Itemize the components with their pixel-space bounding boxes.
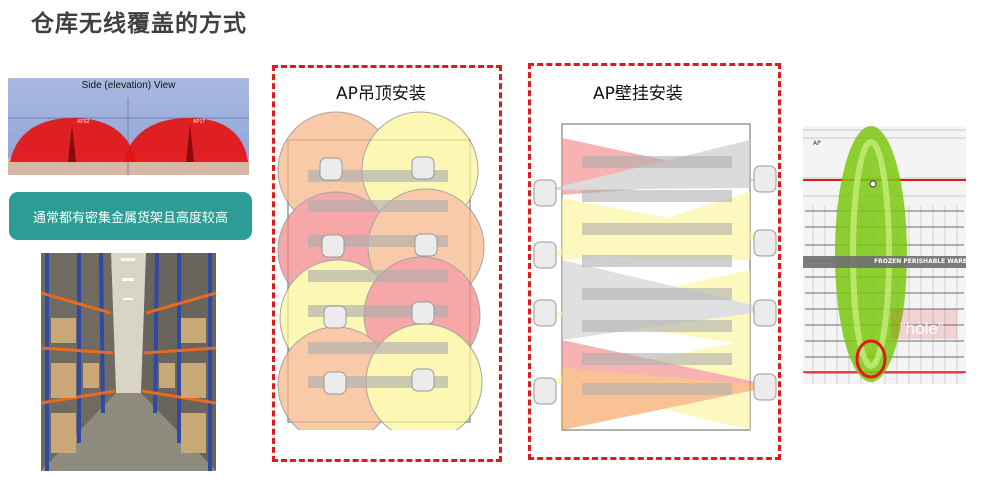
shelving-note-badge: 通常都有密集金属货架且高度较高	[9, 192, 252, 240]
elevation-label: Side (elevation) View	[81, 80, 176, 91]
ap-label-left: AP32	[77, 119, 90, 125]
ceiling-mount-title: AP吊顶安装	[336, 84, 426, 104]
warehouse-graphic	[41, 253, 216, 471]
page-title: 仓库无线覆盖的方式	[31, 11, 247, 37]
elevation-view: Side (elevation) View AP32 AP17	[8, 78, 249, 175]
floorplan-heatmap	[803, 126, 966, 384]
wall-coverage-diagram	[533, 123, 777, 431]
warehouse-photo	[41, 253, 216, 471]
hole-callout: “hole”	[900, 319, 944, 338]
floorplan-zone-label: FROZEN PERISHABLE WARE	[874, 258, 968, 265]
wall-mount-panel	[528, 63, 781, 460]
ceiling-mount-panel	[272, 65, 502, 462]
ceiling-coverage-diagram	[277, 111, 485, 430]
elevation-graphic	[8, 78, 249, 175]
floorplan-ap-label: AP	[813, 140, 821, 147]
ap-label-right: AP17	[193, 119, 206, 125]
wall-mount-title: AP壁挂安装	[593, 84, 683, 104]
